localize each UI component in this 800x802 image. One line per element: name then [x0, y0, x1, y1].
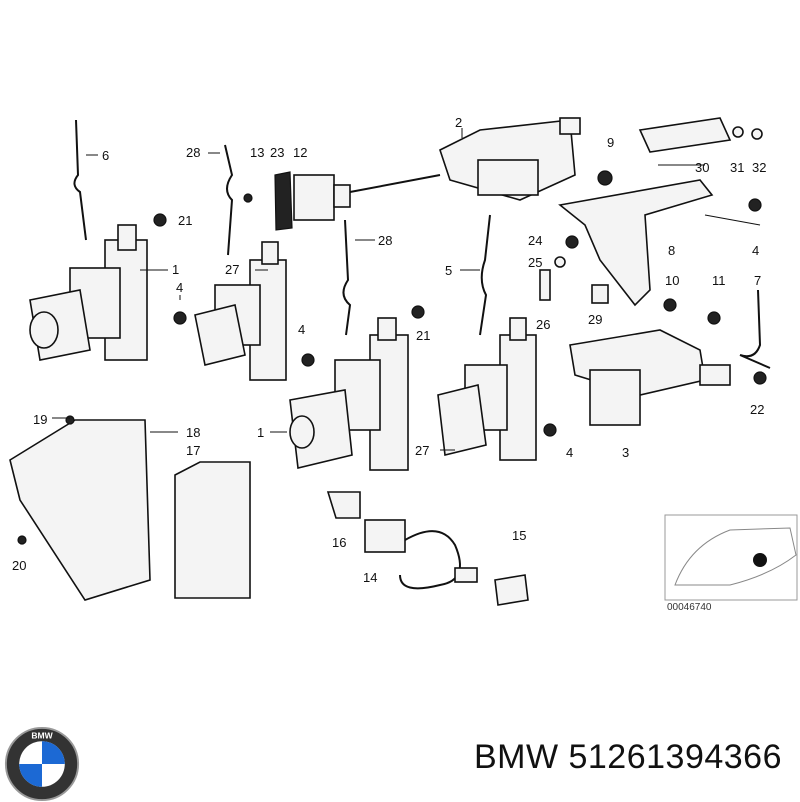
callout-16: 16 [332, 535, 346, 550]
callout-25: 25 [528, 255, 542, 270]
nut-9 [597, 170, 613, 186]
callout-20: 20 [12, 558, 26, 573]
cable-12-2 [349, 174, 441, 193]
part-number: 51261394366 [568, 738, 782, 776]
screw-4-d [543, 423, 557, 437]
actuator-1-left [29, 224, 148, 361]
callout-22: 22 [750, 402, 764, 417]
callout-10: 10 [665, 273, 679, 288]
switch-12 [274, 171, 351, 231]
callout-28: 28 [186, 145, 200, 160]
rod-7 [739, 289, 771, 369]
nut-32 [751, 128, 763, 140]
control-module-17 [174, 461, 251, 599]
rod-6 [73, 119, 87, 241]
screw-19 [65, 415, 75, 425]
leader-lines [52, 128, 761, 451]
callout-1: 1 [172, 262, 179, 277]
callout-11: 11 [712, 273, 726, 288]
clip-22 [753, 371, 767, 385]
callout-17: 17 [186, 443, 200, 458]
callout-labels: 6 21 1 4 28 13 23 12 27 28 4 21 5 1 27 2… [12, 115, 766, 613]
actuator-1-center [289, 317, 409, 471]
callout-21: 21 [178, 213, 192, 228]
bracket-18 [9, 419, 151, 601]
callout-18: 18 [186, 425, 200, 440]
callout-1: 1 [257, 425, 264, 440]
part-title: BMW 51261394366 [474, 738, 782, 777]
callout-2: 2 [455, 115, 462, 130]
callout-7: 7 [754, 273, 761, 288]
screw-4-c [748, 198, 762, 212]
bracket-30 [638, 117, 732, 153]
clip-29 [591, 284, 609, 304]
nut-24 [565, 235, 579, 249]
nut-21-a [153, 213, 167, 227]
holder-8 [558, 179, 714, 307]
screw-4-b [301, 353, 315, 367]
callout-9: 9 [607, 135, 614, 150]
screw-4-a [173, 311, 187, 325]
actuator-27-a [194, 241, 287, 381]
bolt-26 [539, 269, 551, 301]
callout-27: 27 [225, 262, 239, 277]
car-inset [664, 514, 798, 601]
callout-4: 4 [752, 243, 759, 258]
callout-13: 13 [250, 145, 264, 160]
rod-28-a [224, 144, 234, 256]
switch-14 [364, 519, 406, 553]
screw-13 [243, 193, 253, 203]
callout-30: 30 [695, 160, 709, 175]
callout-14: 14 [363, 570, 377, 585]
screw-11 [707, 311, 721, 325]
callout-31: 31 [730, 160, 744, 175]
actuator-3 [569, 329, 731, 426]
callout-27: 27 [415, 443, 429, 458]
callout-5: 5 [445, 263, 452, 278]
callout-3: 3 [622, 445, 629, 460]
inset-reference: 00046740 [667, 602, 712, 613]
callout-23: 23 [270, 145, 284, 160]
callout-15: 15 [512, 528, 526, 543]
connector-14 [454, 567, 478, 583]
bmw-logo: BMW [4, 726, 80, 802]
callout-24: 24 [528, 233, 542, 248]
callout-4: 4 [176, 280, 183, 295]
holder-15 [494, 574, 529, 606]
callout-8: 8 [668, 243, 675, 258]
rod-5 [479, 214, 491, 336]
bracket-16 [326, 491, 361, 519]
callout-12: 12 [293, 145, 307, 160]
callout-4: 4 [298, 322, 305, 337]
logo-letters: BMW [31, 730, 53, 740]
callout-28: 28 [378, 233, 392, 248]
cable-14 [399, 530, 461, 590]
callout-21: 21 [416, 328, 430, 343]
callout-19: 19 [33, 412, 47, 427]
callout-32: 32 [752, 160, 766, 175]
rod-28-b [342, 219, 352, 336]
callout-4: 4 [566, 445, 573, 460]
screw-20 [17, 535, 27, 545]
callout-29: 29 [588, 312, 602, 327]
washer-31 [732, 126, 744, 138]
lock-motor-2 [439, 117, 581, 201]
callout-6: 6 [102, 148, 109, 163]
callout-26: 26 [536, 317, 550, 332]
brand-name: BMW [473, 738, 559, 776]
washer-25 [554, 256, 566, 268]
nut-21-b [411, 305, 425, 319]
nut-10 [663, 298, 677, 312]
actuator-27-b [437, 317, 537, 461]
